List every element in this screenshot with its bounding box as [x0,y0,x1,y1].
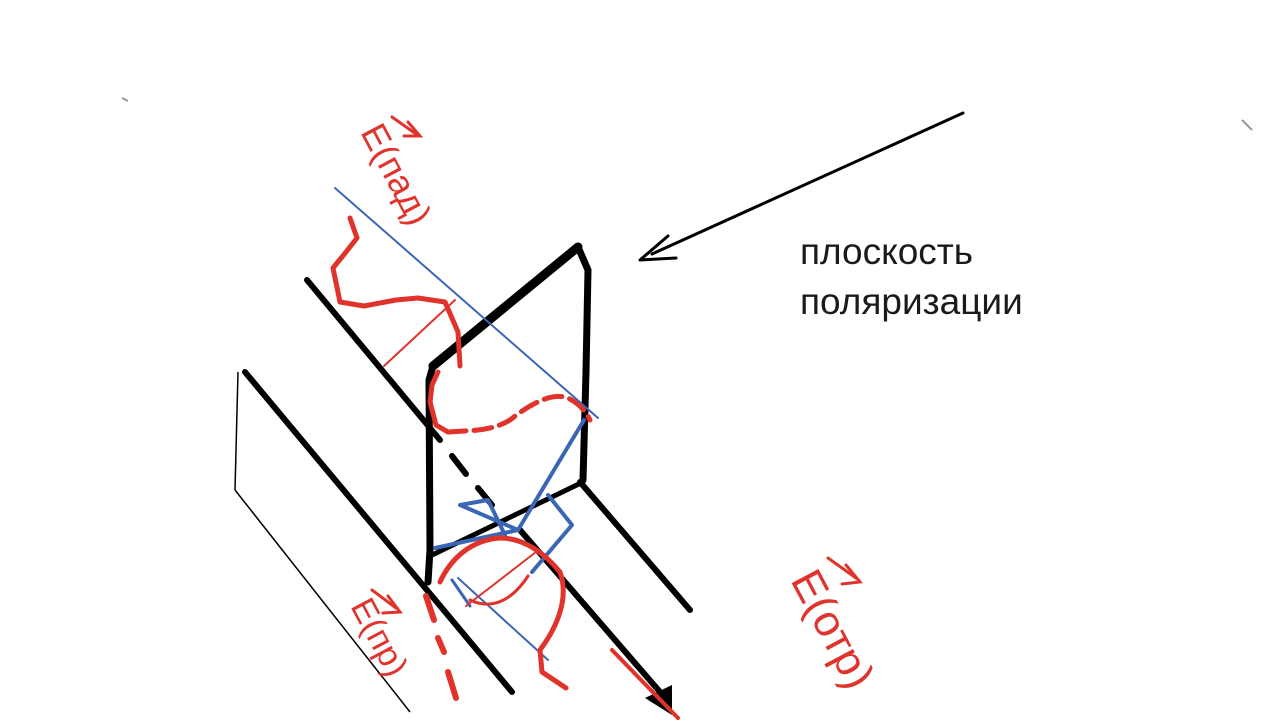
field-waves [330,215,680,720]
plane-right-edge [574,243,592,484]
red-beam-overlay [610,648,680,720]
incident-wave-into-plane [427,369,451,435]
stray-marks [121,97,1253,131]
incident-wave-vector [383,299,456,367]
wave-on-plane-dashed [445,394,593,435]
plane-top-edge [428,242,583,371]
e-incident-vector-arrow [390,115,424,138]
plane-label-line1: плоскость [800,231,973,272]
red-dashes [423,593,459,701]
pointer-arrow [638,111,965,262]
refracted-wave-vector [465,551,537,607]
blue-construction-lines [334,187,599,661]
refracted-wave [437,535,569,691]
e-reflected-label: E(отр) [781,562,884,697]
incident-beam-dashes [449,453,495,508]
refracted-wave-tail [468,574,530,606]
reflected-beam [577,479,693,613]
e-refracted-label: E(пр) [343,592,415,683]
refracted-beam [242,369,515,695]
plane-left-edge [424,362,437,586]
e-refracted-vector-arrow [370,588,403,615]
e-reflected-vector-arrow [826,556,863,586]
incident-wave [330,215,463,369]
incident-beam [304,277,443,443]
plane-label-line2: поляризации [800,281,1023,322]
thin-guide-lines [234,371,411,713]
